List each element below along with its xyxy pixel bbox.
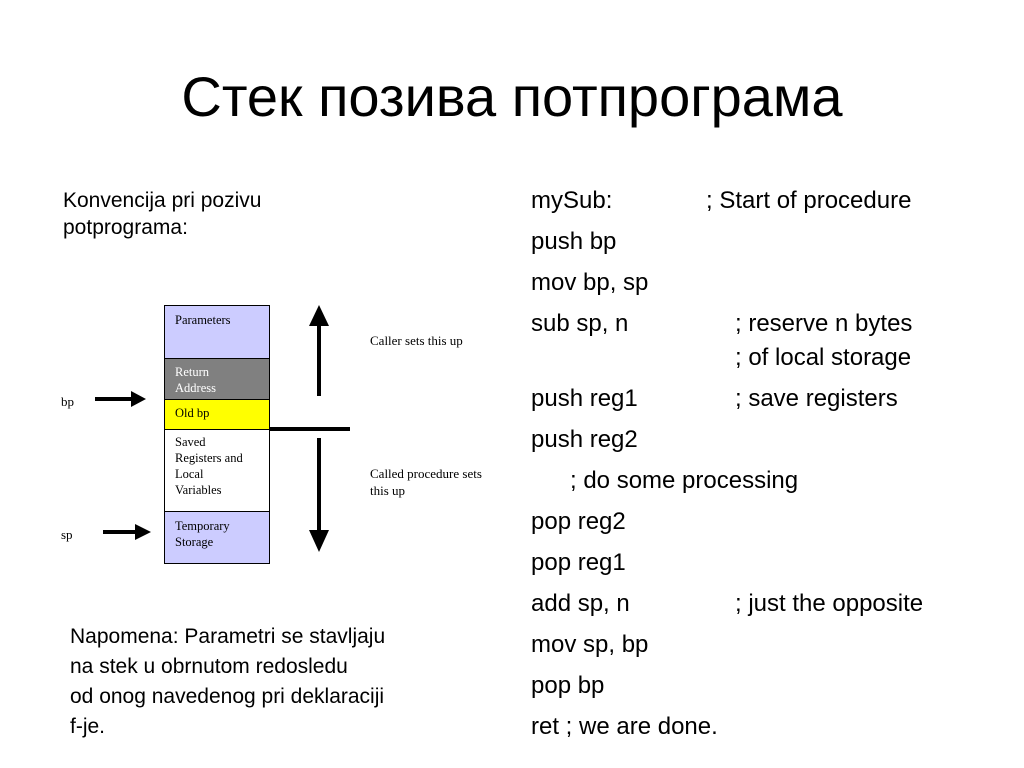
block-label: Address <box>175 381 216 395</box>
note-line: f-je. <box>70 715 106 738</box>
block-label: Saved <box>175 435 206 449</box>
bp-label: bp <box>61 394 74 409</box>
block-label: Variables <box>175 483 222 497</box>
code-line: ret ; we are done. <box>531 713 718 740</box>
stack-block-saved-registers: Saved Registers and Local Variables <box>165 429 269 511</box>
code-comment: ; do some processing <box>570 467 799 494</box>
note-line: Napomena: Parametri se stavljaju <box>70 625 386 648</box>
code-line: push reg2 <box>531 426 638 453</box>
code-comment: ; reserve n bytes <box>735 310 913 337</box>
code-comment: ; of local storage <box>735 344 912 371</box>
block-label: Registers and <box>175 451 243 465</box>
code-line: mov sp, bp <box>531 631 649 658</box>
code-line: add sp, n <box>531 590 630 617</box>
called-down-arrow <box>309 438 329 552</box>
note-line: od onog navedenog pri deklaraciji <box>70 685 385 708</box>
code-line: pop reg2 <box>531 508 626 535</box>
stack-block-return-address: Return Address <box>165 358 269 399</box>
code-comment: ; save registers <box>735 385 898 412</box>
note-line: na stek u obrnutom redosledu <box>70 655 348 678</box>
code-line: sub sp, n <box>531 310 629 337</box>
slide-title: Стек позива потпрограма <box>181 65 843 128</box>
called-label: Called procedure sets this up <box>370 465 482 499</box>
block-label: Storage <box>175 535 214 549</box>
sp-label: sp <box>61 527 73 542</box>
caller-label-line: Caller sets this up <box>370 333 463 348</box>
stack-block-temporary-storage: Temporary Storage <box>165 511 269 563</box>
caller-label: Caller sets this up <box>370 332 463 349</box>
code-line: mov bp, sp <box>531 269 649 296</box>
block-label: Temporary <box>175 519 230 533</box>
bp-pointer-arrow <box>95 391 146 407</box>
intro-line: Konvencija pri pozivu <box>63 189 262 212</box>
code-line: pop reg1 <box>531 549 626 576</box>
stack-frame-diagram: Parameters Return Address Old bp Saved R… <box>164 305 270 564</box>
intro-text: Konvencija pri pozivu potprograma: <box>63 187 261 241</box>
called-label-line: Called procedure sets <box>370 466 482 481</box>
called-label-line: this up <box>370 483 406 498</box>
code-line: mySub: <box>531 187 613 214</box>
stack-block-old-bp: Old bp <box>165 399 269 429</box>
code-comment: ; just the opposite <box>735 590 924 617</box>
note-text: Napomena: Parametri se stavljaju na stek… <box>70 622 385 742</box>
block-label: Return <box>175 365 210 379</box>
code-line: pop bp <box>531 672 605 699</box>
intro-line: potprograma: <box>63 216 188 239</box>
caller-up-arrow <box>309 305 329 396</box>
code-comment: ; Start of procedure <box>706 187 912 214</box>
block-label: Local <box>175 467 204 481</box>
block-label: Parameters <box>175 313 231 327</box>
code-line: push bp <box>531 228 617 255</box>
code-line: push reg1 <box>531 385 638 412</box>
block-label: Old bp <box>175 406 210 420</box>
stack-block-parameters: Parameters <box>165 306 269 358</box>
sp-pointer-arrow <box>103 524 151 540</box>
